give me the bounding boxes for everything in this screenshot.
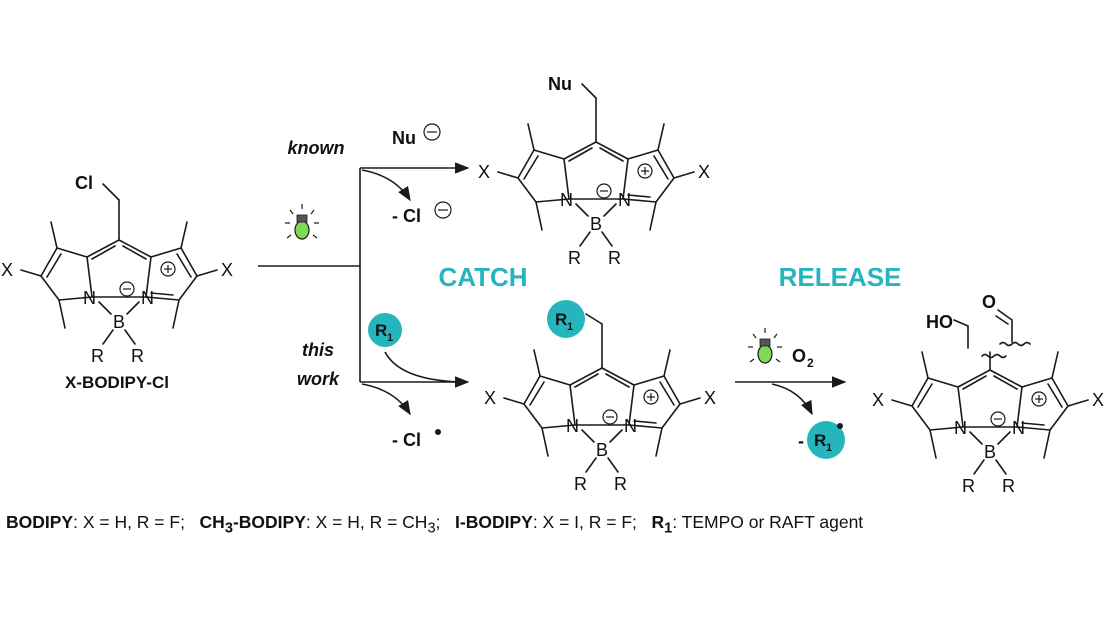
start-molecule: Cl X X N N B R R [1,173,233,366]
atom-b: B [113,312,125,332]
minus-r1-circle [807,421,845,459]
atom-r-right: R [1002,476,1015,496]
branch-arrows [258,162,470,416]
atom-b: B [984,442,996,462]
plus-charge [637,163,653,179]
minus-r1-label: R [814,431,826,450]
legend-bodipy-name: BODIPY [6,512,74,532]
reagent-minus-cl-radical: - Cl [392,430,421,450]
atom-x-right: X [698,162,710,182]
minus-r1-sign: - [798,431,804,451]
atom-n-left: N [560,190,573,210]
legend-ch3-def-sub: 3 [427,520,436,537]
atom-o: O [982,292,996,312]
reagent-o2-sub: 2 [807,356,814,370]
atom-cl: Cl [75,173,93,193]
atom-b: B [596,440,608,460]
atom-nu: Nu [548,74,572,94]
legend-ch3-def-a: : X = H, R = CH [305,512,428,532]
legend-ibodipy-def: : X = I, R = F; [532,512,637,532]
reagent-minus-cl-anion: - Cl [392,206,421,226]
phase-catch: CATCH [438,262,527,292]
atom-x-right: X [221,260,233,280]
cl-minus-charge [434,201,452,219]
atom-n-right: N [141,288,154,308]
atom-n-right: N [624,416,637,436]
nu-minus-charge [423,123,441,141]
atom-x-right: X [1092,390,1104,410]
atom-x-left: X [1,260,13,280]
atom-b: B [590,214,602,234]
minus-r1-sub: 1 [826,442,832,454]
reagent-o2: O [792,346,806,366]
legend-ch3-name-sub: 3 [224,520,233,537]
plus-charge [1031,391,1047,407]
legend: BODIPY: X = H, R = F; CH3-BODIPY: X = H,… [6,512,1101,537]
path-known: known [288,138,345,158]
light-bulb-icon [284,203,320,240]
atom-x-left: X [478,162,490,182]
atom-n-right: N [618,190,631,210]
compound-label: X-BODIPY-Cl [65,373,169,392]
catch-product: R 1 X X N N B R R [484,300,716,494]
legend-bodipy-def: : X = H, R = F; [73,512,185,532]
r1-sub: 1 [387,332,393,344]
release-product: HO O X X N N B R R [872,292,1104,496]
legend-r1-def: : TEMPO or RAFT agent [672,512,864,532]
atom-x-left: X [484,388,496,408]
atom-r-left: R [962,476,975,496]
release-arrow [735,376,847,416]
minus-charge [990,411,1006,427]
path-this: this [302,340,334,360]
atom-r-right: R [614,474,627,494]
light-bulb-icon-2 [747,327,783,364]
atom-x-right: X [704,388,716,408]
legend-ch3-def-b: ; [435,512,441,532]
path-work: work [297,369,340,389]
known-product: Nu X X N N B R R [478,74,710,268]
atom-r-right: R [131,346,144,366]
radical-dot [435,429,441,435]
r1-circle [368,313,402,347]
atom-r-left: R [568,248,581,268]
legend-r1-name: R [651,512,665,532]
minus-charge [119,281,135,297]
atom-n-left: N [566,416,579,436]
r1-group-circle [547,300,585,338]
atom-r-right: R [608,248,621,268]
legend-ch3-name-b: -BODIPY [232,512,306,532]
atom-x-left: X [872,390,884,410]
r1-label: R [375,321,387,340]
atom-n-left: N [954,418,967,438]
plus-charge [160,261,176,277]
atom-r-left: R [574,474,587,494]
atom-r-left: R [91,346,104,366]
reagent-nu: Nu [392,128,416,148]
minus-charge [596,183,612,199]
atom-n-left: N [83,288,96,308]
r1-group-label: R [555,310,567,329]
atom-ho: HO [926,312,953,332]
phase-release: RELEASE [779,262,902,292]
legend-ibodipy-name: I-BODIPY [455,512,533,532]
atom-n-right: N [1012,418,1025,438]
minus-charge [602,409,618,425]
r1-group-sub: 1 [567,321,573,333]
radical-dot-2 [837,423,843,429]
legend-ch3-name-a: CH [199,512,225,532]
legend-r1-sub: 1 [664,520,673,537]
plus-charge [643,389,659,405]
